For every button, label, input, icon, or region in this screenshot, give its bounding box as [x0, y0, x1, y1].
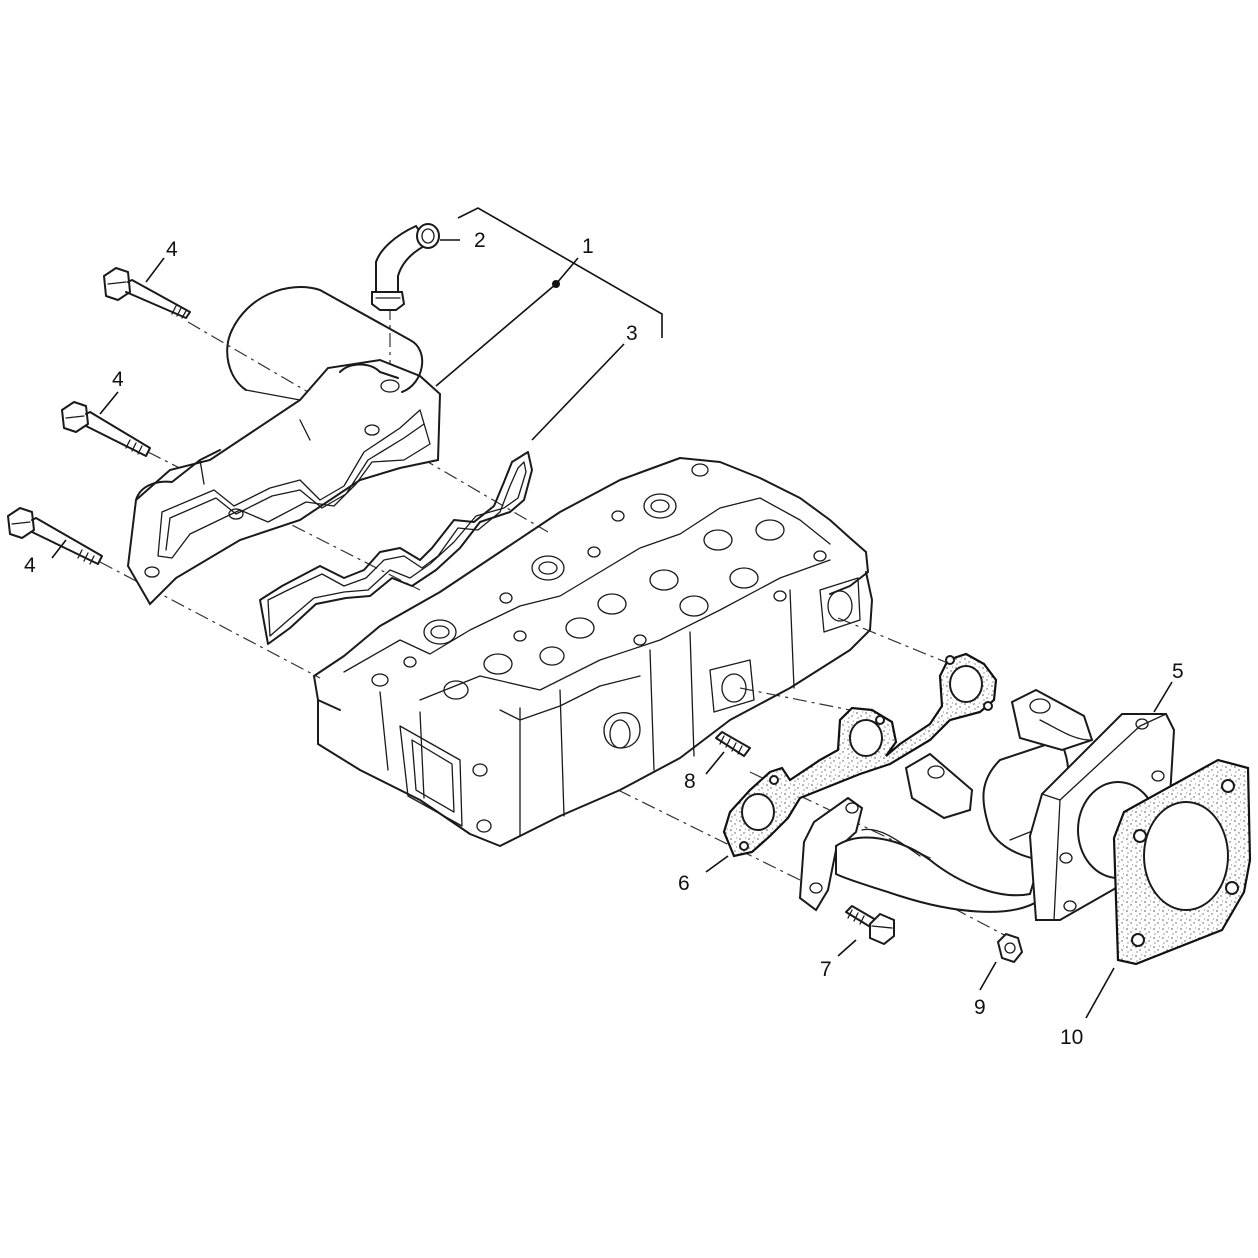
bolt-middle [61, 401, 151, 457]
bolt-lower [7, 507, 103, 565]
leader-lines [51, 239, 1173, 1019]
outlet-gasket [1112, 758, 1252, 966]
exhaust-gasket [722, 652, 998, 858]
assembly-bracket [457, 207, 663, 338]
bolt-upper [103, 267, 191, 319]
stud [715, 731, 751, 757]
nut [996, 932, 1024, 964]
callout-7: 7 [820, 958, 832, 981]
callout-labels: 1 2 3 4 4 4 5 6 7 8 9 10 [24, 229, 1184, 1049]
callout-10: 10 [1060, 1026, 1083, 1049]
callout-2: 2 [474, 229, 486, 252]
cover-gasket [259, 451, 533, 645]
callout-6: 6 [678, 872, 690, 895]
callout-8: 8 [684, 770, 696, 793]
callout-3: 3 [626, 322, 638, 345]
callout-1: 1 [582, 235, 594, 258]
flange-bolt [845, 905, 895, 946]
elbow-fitting [371, 223, 440, 311]
callout-4-lower: 4 [24, 554, 36, 577]
cylinder-head [313, 457, 873, 847]
deck-ports [371, 463, 827, 700]
intake-manifold [126, 286, 442, 606]
callout-4-middle: 4 [112, 368, 124, 391]
callout-4-upper: 4 [166, 238, 178, 261]
callout-9: 9 [974, 996, 986, 1019]
callout-5: 5 [1172, 660, 1184, 683]
